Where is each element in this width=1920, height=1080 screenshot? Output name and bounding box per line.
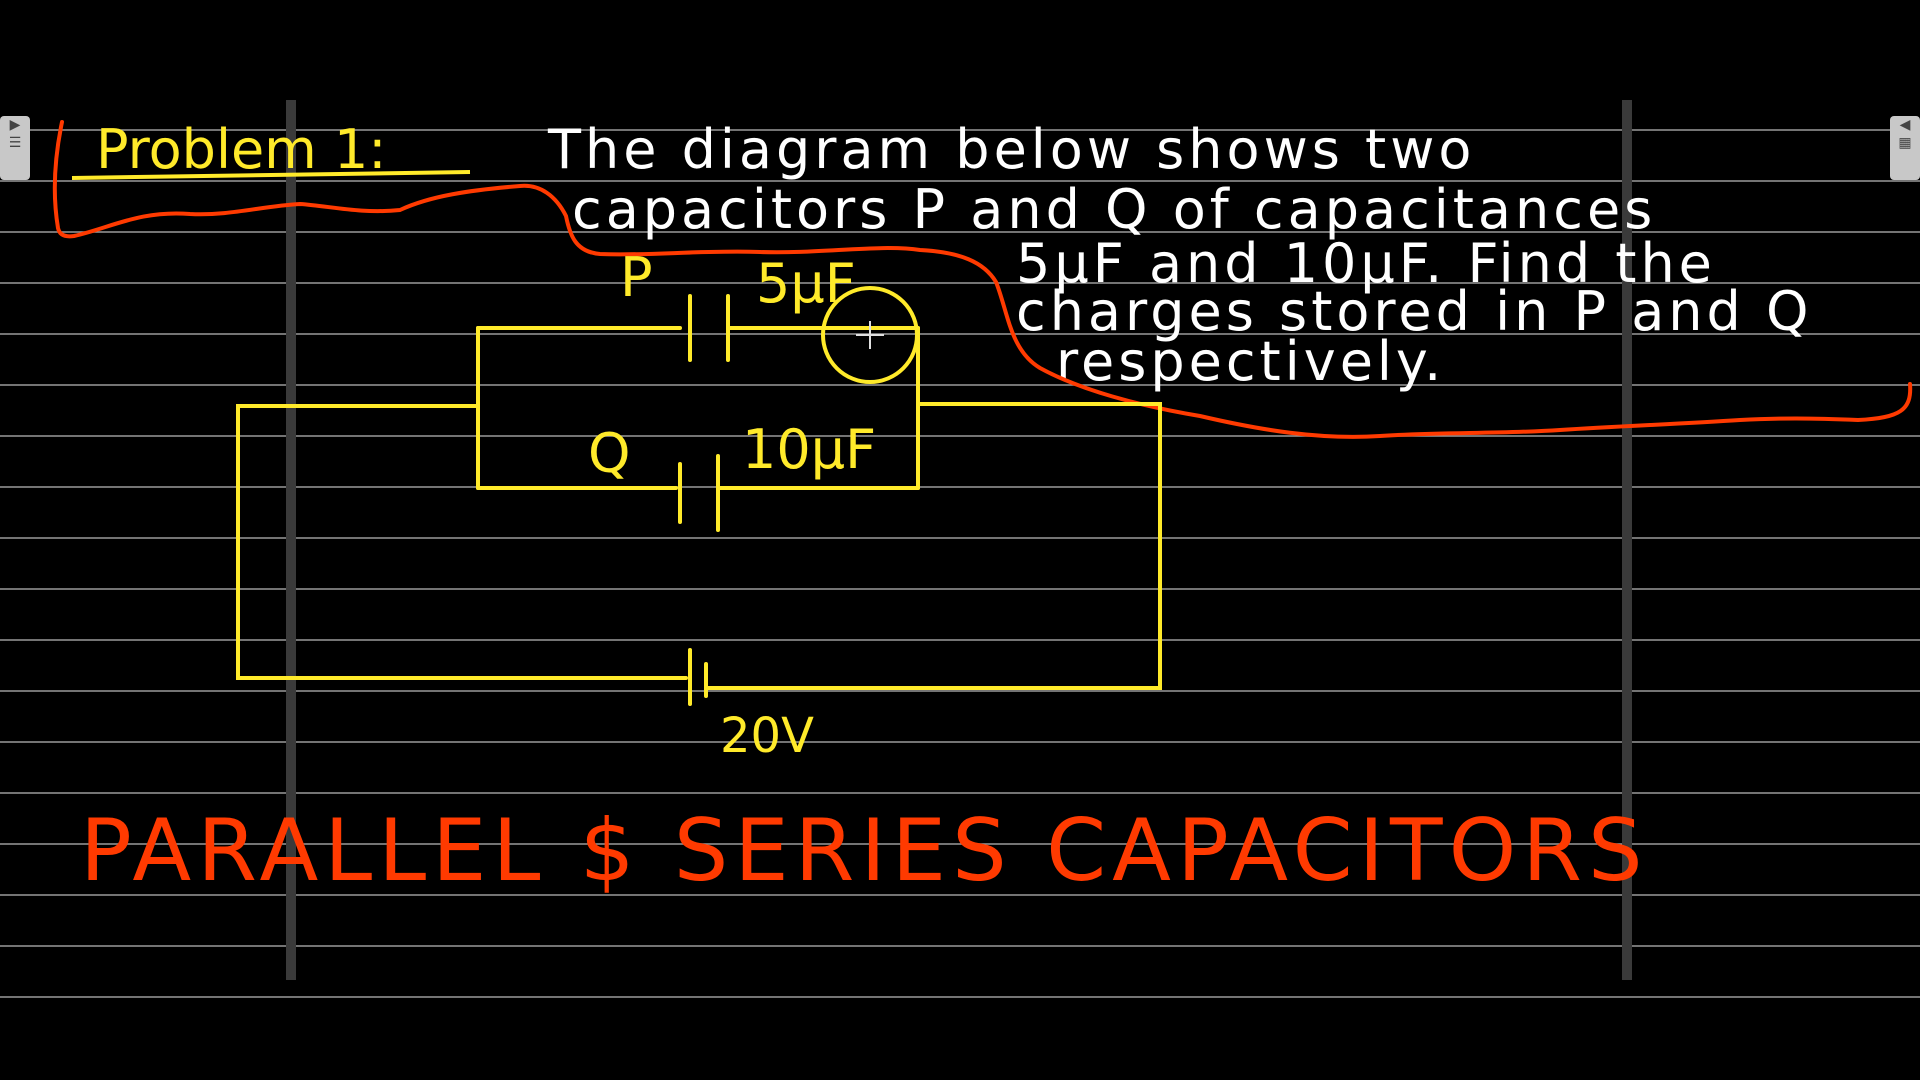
lesson-title: PARALLEL $ SERIES CAPACITORS xyxy=(80,801,1649,901)
circuit-diagram xyxy=(236,286,1162,706)
right-margin-line xyxy=(1622,100,1632,980)
capacitor-q-value: 10µF xyxy=(742,418,876,481)
wire-right-loop xyxy=(706,402,1162,690)
panel-collapse-icon: ◀▦ xyxy=(1898,117,1912,151)
panel-expand-icon: ▶☰ xyxy=(8,117,22,151)
problem-line-1: The diagram below shows two xyxy=(547,118,1475,181)
problem-line-4: charges stored in P and Q xyxy=(1016,280,1812,343)
battery-value: 20V xyxy=(720,708,814,764)
right-panel-tab[interactable]: ◀▦ xyxy=(1890,116,1920,180)
left-margin-line xyxy=(286,100,296,980)
left-panel-tab[interactable]: ▶☰ xyxy=(0,116,30,180)
capacitor-q-label: Q xyxy=(588,422,631,485)
capacitor-p-label: P xyxy=(620,246,653,309)
capacitor-p-value: 5µF xyxy=(756,252,856,315)
problem-line-5: respectively. xyxy=(1056,330,1445,393)
problem-line-3: 5µF and 10µF. Find the xyxy=(1016,232,1716,295)
ruled-lines xyxy=(0,129,1920,998)
problem-line-2: capacitors P and Q of capacitances xyxy=(572,178,1656,241)
wire-left-loop xyxy=(236,404,688,680)
problem-label: Problem 1: xyxy=(96,118,387,181)
problem-highlight-outline xyxy=(52,120,1913,439)
problem-label-underline xyxy=(71,170,471,180)
crosshair-cursor-icon xyxy=(856,321,884,349)
cursor-highlight-circle xyxy=(821,286,919,384)
